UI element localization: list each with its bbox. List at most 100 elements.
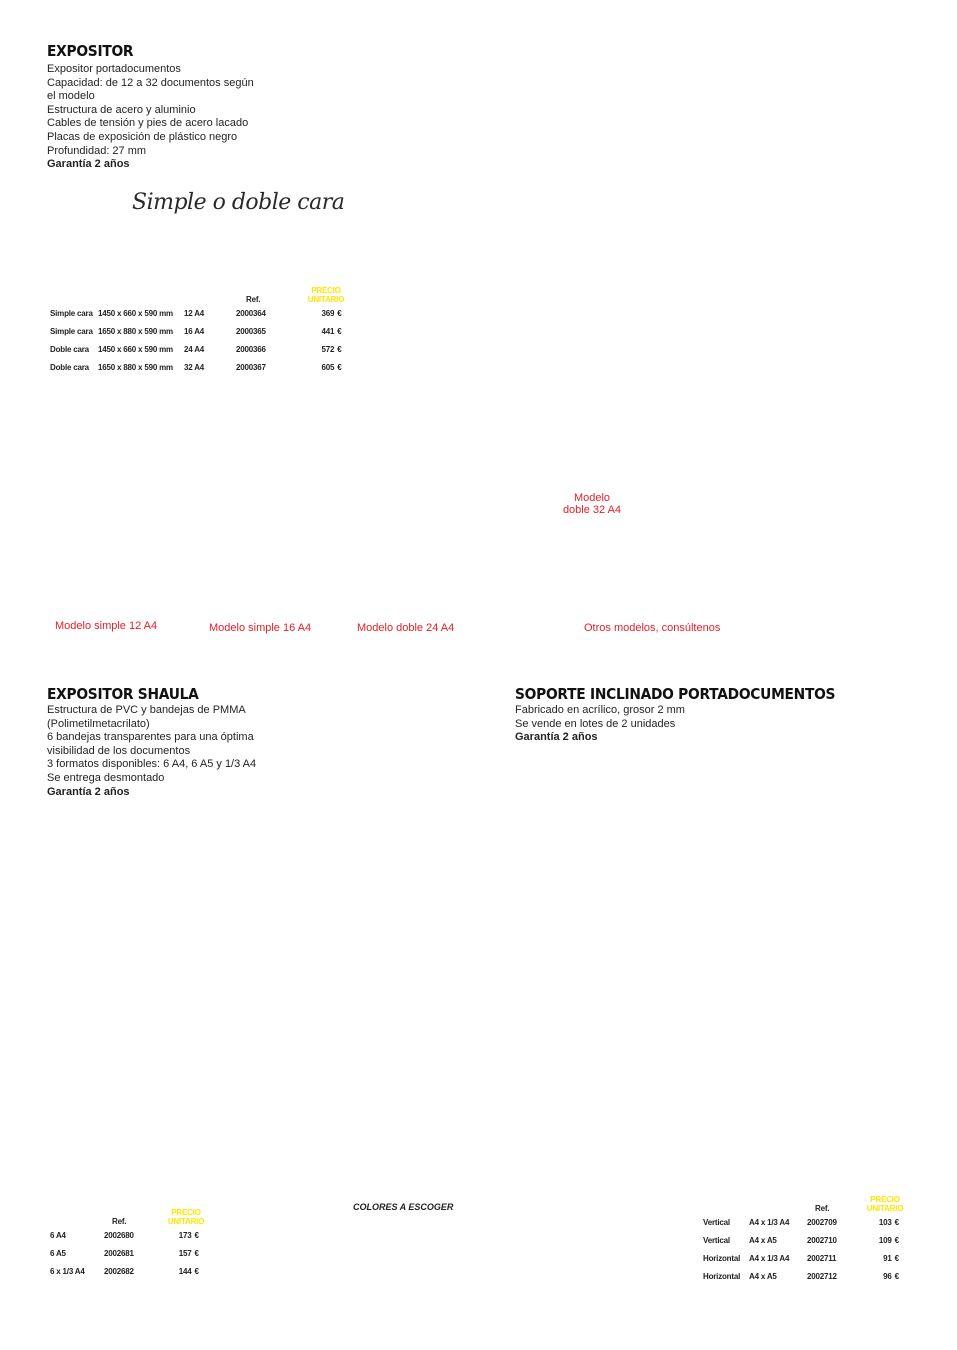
price-cell: 441 — [321, 326, 335, 336]
price-cell: 173 — [178, 1230, 192, 1240]
medidas-cell: 1650 x 880 x 590 mm — [98, 326, 173, 336]
price-cell: 96 — [883, 1271, 892, 1281]
capacidad-cell: 12 A4 — [184, 308, 205, 318]
euro-symbol: € — [894, 1271, 899, 1281]
euro-symbol: € — [894, 1217, 899, 1227]
formato-cell: A4 x 1/3 A4 — [749, 1217, 790, 1227]
ref-cell: 2000367 — [236, 362, 266, 372]
ref-cell: 2002712 — [807, 1271, 837, 1281]
euro-symbol: € — [194, 1248, 199, 1258]
description-line: Profundidad: 27 mm — [47, 144, 147, 157]
price-cell: 605 — [321, 362, 335, 372]
description-line: Se vende en lotes de 2 unidades — [515, 717, 676, 730]
description-line: (Polimetilmetacrilato) — [47, 717, 150, 730]
formato-cell: 6 A5 — [50, 1248, 66, 1258]
ref-cell: 2002681 — [104, 1248, 134, 1258]
precio-label: PRECIO — [171, 1208, 201, 1217]
orientacion-cell: Vertical — [703, 1217, 730, 1227]
price-cell: 157 — [178, 1248, 192, 1258]
ref-cell: 2002682 — [104, 1266, 134, 1276]
caption-doble-24: Modelo doble 24 A4 — [357, 622, 455, 634]
euro-symbol: € — [194, 1230, 199, 1240]
ref-cell: 2002709 — [807, 1217, 837, 1227]
description-line: visibilidad de los documentos — [47, 744, 191, 757]
soporte-title: SOPORTE INCLINADO PORTADOCUMENTOS — [515, 685, 836, 703]
table-row: Doble cara 1650 x 880 x 590 mm 32 A4 200… — [50, 358, 356, 376]
unitario-label: UNITARIO — [866, 1204, 904, 1213]
ref-cell: 2000366 — [236, 344, 266, 354]
euro-symbol: € — [194, 1266, 199, 1276]
precio-label: PRECIO — [311, 286, 341, 295]
guarantee-text: Garantía 2 años — [47, 158, 130, 171]
price-cell: 572 — [321, 344, 335, 354]
table-row: Vertical A4 x 1/3 A4 2002709 103 € — [703, 1213, 909, 1231]
formato-cell: A4 x 1/3 A4 — [749, 1253, 790, 1263]
caption-line: Modelo — [573, 492, 611, 504]
table-row: Horizontal A4 x 1/3 A4 2002711 91 € — [703, 1249, 909, 1267]
capacidad-cell: 32 A4 — [184, 362, 205, 372]
euro-symbol: € — [894, 1235, 899, 1245]
shaula-title: EXPOSITOR SHAULA — [47, 685, 199, 703]
description-line: Estructura de acero y aluminio — [47, 103, 196, 116]
euro-symbol: € — [337, 308, 342, 318]
ref-cell: 2000365 — [236, 326, 266, 336]
medidas-cell: 1650 x 880 x 590 mm — [98, 362, 173, 372]
table-row: 6 A4 2002680 173 € — [50, 1226, 206, 1244]
colores-label: COLORES A ESCOGER — [353, 1202, 454, 1212]
description-line: Estructura de PVC y bandejas de PMMA — [47, 704, 246, 716]
ref-cell: 2000364 — [236, 308, 266, 318]
caption-simple-12: Modelo simple 12 A4 — [55, 620, 158, 632]
price-cell: 144 — [178, 1266, 192, 1276]
description-line: 6 bandejas transparentes para una óptima — [47, 731, 254, 744]
tipo-cell: Doble cara — [50, 362, 89, 372]
table-row: Horizontal A4 x A5 2002712 96 € — [703, 1267, 909, 1285]
table-row: Vertical A4 x A5 2002710 109 € — [703, 1231, 909, 1249]
price-cell: 103 — [878, 1217, 892, 1227]
script-label: Simple o doble cara — [132, 190, 345, 215]
caption-otros-modelos: Otros modelos, consúltenos — [584, 622, 721, 634]
ref-cell: 2002680 — [104, 1230, 134, 1240]
formato-cell: 6 x 1/3 A4 — [50, 1266, 85, 1276]
shaula-description: Estructura de PVC y bandejas de PMMA (Po… — [47, 704, 256, 799]
orientacion-cell: Horizontal — [703, 1253, 741, 1263]
medidas-cell: 1450 x 660 x 590 mm — [98, 344, 173, 354]
euro-symbol: € — [337, 326, 342, 336]
formato-cell: A4 x A5 — [749, 1235, 777, 1245]
caption-simple-16: Modelo simple 16 A4 — [209, 622, 312, 634]
description-line: Expositor portadocumentos — [47, 63, 181, 75]
soporte-description: Fabricado en acrílico, grosor 2 mm Se ve… — [515, 704, 685, 745]
expositor-description: Expositor portadocumentos Capacidad: de … — [47, 63, 254, 172]
expositor-title: EXPOSITOR — [47, 42, 134, 60]
ref-cell: 2002711 — [807, 1253, 837, 1263]
euro-symbol: € — [337, 344, 342, 354]
guarantee-text: Garantía 2 años — [47, 785, 130, 798]
orientacion-cell: Vertical — [703, 1235, 730, 1245]
precio-label: PRECIO — [870, 1195, 900, 1204]
table-row: Doble cara 1450 x 660 x 590 mm 24 A4 200… — [50, 340, 356, 358]
price-cell: 91 — [883, 1253, 892, 1263]
description-line: Capacidad: de 12 a 32 documentos según — [47, 76, 254, 89]
description-line: Cables de tensión y pies de acero lacado — [47, 117, 249, 130]
caption-line: doble 32 A4 — [562, 504, 622, 516]
tipo-cell: Simple cara — [50, 308, 93, 318]
capacidad-cell: 16 A4 — [184, 326, 205, 336]
description-line: 3 formatos disponibles: 6 A4, 6 A5 y 1/3… — [47, 758, 257, 771]
ref-cell: 2002710 — [807, 1235, 837, 1245]
tipo-cell: Doble cara — [50, 344, 89, 354]
description-line: el modelo — [47, 90, 95, 103]
medidas-cell: 1450 x 660 x 590 mm — [98, 308, 173, 318]
description-line: Placas de exposición de plástico negro — [47, 130, 238, 143]
table-row: 6 A5 2002681 157 € — [50, 1244, 206, 1262]
table-row: Simple cara 1450 x 660 x 590 mm 12 A4 20… — [50, 304, 356, 322]
tipo-cell: Simple cara — [50, 326, 93, 336]
euro-symbol: € — [337, 362, 342, 372]
capacidad-cell: 24 A4 — [184, 344, 205, 354]
